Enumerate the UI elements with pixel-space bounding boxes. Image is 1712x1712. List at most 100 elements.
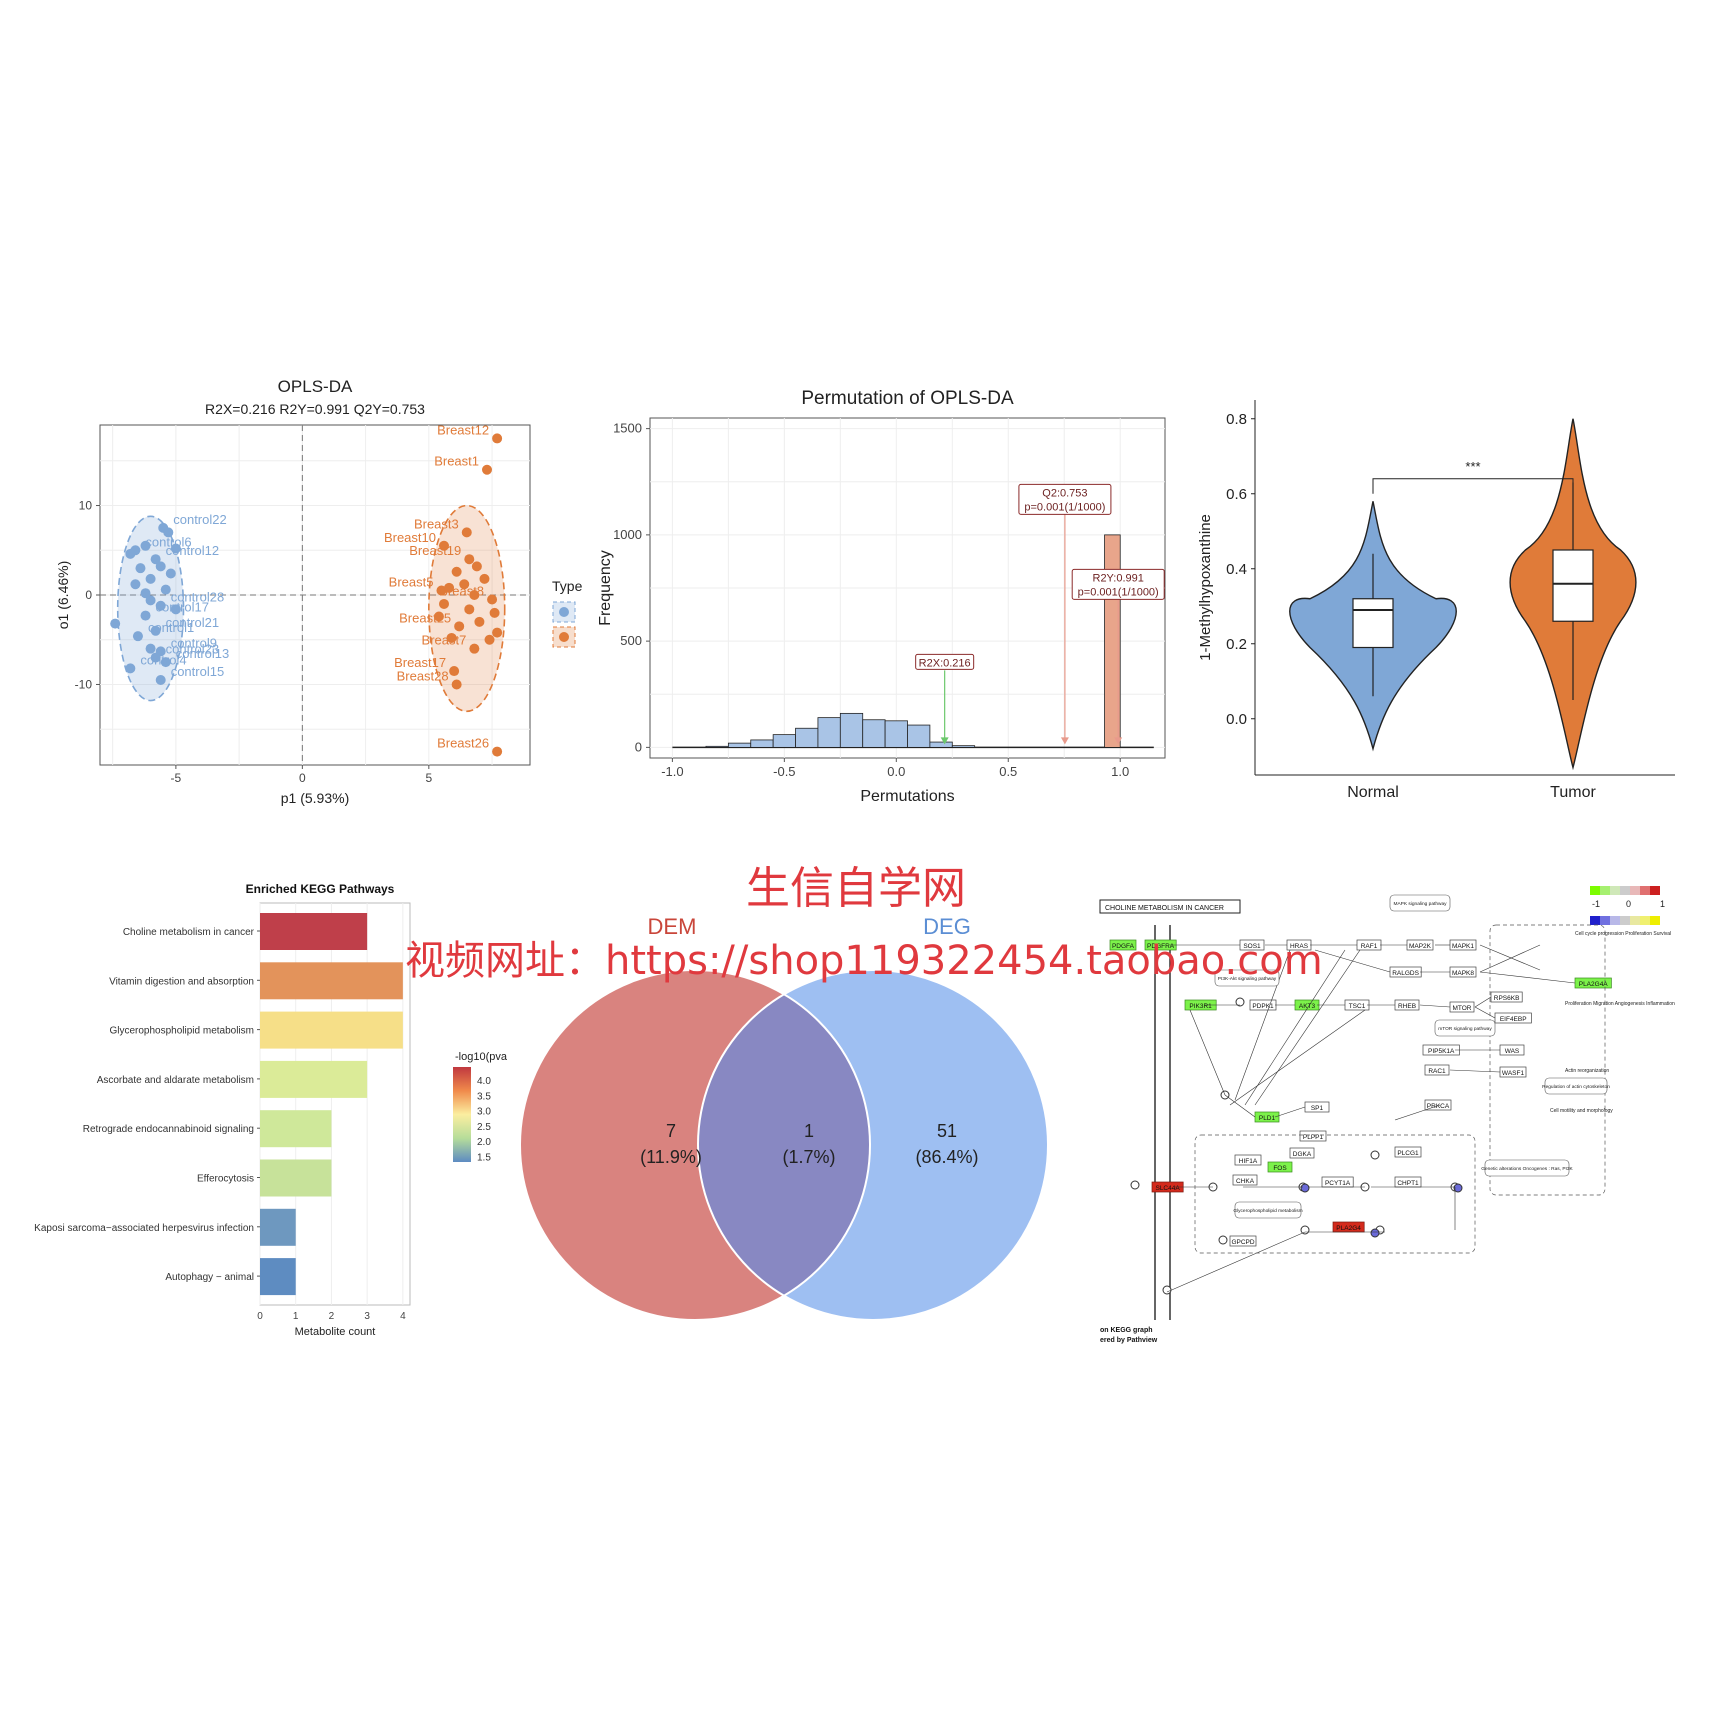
- data-point: [474, 616, 485, 627]
- note-text: MAPK signaling pathway: [1393, 901, 1447, 907]
- pathway-edge: [1479, 971, 1576, 984]
- gene-label: FOS: [1273, 1165, 1287, 1172]
- note-box: [1544, 1077, 1608, 1095]
- data-point: [155, 600, 166, 611]
- pathway-edge: [1474, 1006, 1496, 1019]
- footer-text: ered by Pathview: [1100, 1337, 1158, 1344]
- gene-label: RALGDS: [1392, 970, 1419, 977]
- colorbar-tick-label: 2.5: [477, 1122, 491, 1133]
- pathway-edge: [1234, 949, 1291, 1101]
- pathway-bar: [260, 962, 403, 1000]
- x-tick-label: -5: [171, 771, 182, 785]
- data-point: [484, 634, 495, 645]
- point-label: Breast28: [397, 668, 449, 683]
- watermark-title: 生信自学网: [746, 863, 966, 914]
- data-point: [461, 527, 472, 538]
- x-tick-label: 5: [425, 771, 432, 785]
- point-label: Breast1: [434, 454, 479, 469]
- note-text: mTOR signaling pathway: [1438, 1026, 1492, 1032]
- chart-title: Permutation of OPLS-DA: [801, 388, 1014, 409]
- y-tick-label: 0: [85, 588, 92, 602]
- data-point: [170, 604, 181, 615]
- pathway-edge: [1189, 1009, 1226, 1096]
- annotation-pvalue: p=0.001(1/1000): [1024, 501, 1105, 513]
- gene-label: SP1: [1311, 1105, 1324, 1112]
- data-point: [132, 631, 143, 642]
- color-key-cell: [1620, 916, 1630, 925]
- gene-label: MTOR: [1452, 1005, 1471, 1012]
- pathway-edge: [1166, 1231, 1306, 1293]
- gene-label: PLA2G4: [1336, 1225, 1361, 1232]
- x-axis-label: p1 (5.93%): [281, 790, 349, 806]
- legend-dot-breast: [559, 632, 569, 642]
- data-point: [125, 663, 136, 674]
- point-label: control17: [156, 600, 209, 615]
- point-label: control9: [171, 635, 217, 650]
- y-tick-label: 1500: [613, 421, 642, 436]
- color-key-cell: [1620, 886, 1630, 895]
- point-label: control6: [145, 534, 191, 549]
- colorbar: [453, 1067, 471, 1162]
- gene-label: PDGFA: [1112, 943, 1135, 950]
- significance-bracket: [1372, 478, 1574, 494]
- pathway-edge: [1244, 949, 1346, 1106]
- gene-label: PLD1: [1259, 1115, 1276, 1122]
- gene-label: TSC1: [1349, 1003, 1366, 1010]
- point-label: Breast10: [384, 530, 436, 545]
- deg-outline: [697, 969, 1049, 1321]
- data-point: [145, 573, 156, 584]
- color-key-cell: [1590, 916, 1600, 925]
- compound-circle: [1130, 1180, 1140, 1190]
- data-point: [170, 543, 181, 554]
- x-tick-label: 0.0: [887, 764, 905, 779]
- data-point: [482, 464, 492, 475]
- x-tick-label: -1.0: [661, 764, 683, 779]
- data-point: [492, 746, 503, 757]
- data-point: [492, 433, 503, 444]
- color-key-tick: 1: [1660, 899, 1665, 909]
- annotation-label: R2X:0.216: [919, 657, 971, 669]
- histogram-bar: [839, 712, 864, 748]
- point-label: control21: [166, 615, 219, 630]
- pathway-edge: [1224, 1094, 1256, 1118]
- pathway-edge: [1274, 1106, 1306, 1118]
- note-text: Genetic alterations Oncogenes : Ras, PI3…: [1481, 1166, 1573, 1172]
- box: [1552, 549, 1594, 622]
- compound-circle-colored: [1300, 1183, 1310, 1193]
- gene-node: [1232, 1174, 1258, 1186]
- chart-title: OPLS-DA: [278, 377, 353, 396]
- colorbar-tick-label: 3.5: [477, 1091, 491, 1102]
- point-label: control22: [173, 512, 226, 527]
- colorbar-tick-label: 2.0: [477, 1137, 491, 1148]
- gene-node: [1289, 1147, 1315, 1159]
- compound-circle: [1370, 1150, 1380, 1160]
- histogram-bar: [772, 734, 796, 748]
- x-tick-label: 0: [257, 1311, 263, 1322]
- outcome-text: Cell cycle progression Proliferation Sur…: [1575, 931, 1671, 937]
- gene-label: MAP2K: [1409, 943, 1432, 950]
- category-label: Autophagy − animal: [165, 1272, 254, 1283]
- gene-label: PDPK1: [1252, 1003, 1274, 1010]
- watermark-url: 视频网址：https://shop119322454.taobao.com: [405, 938, 1323, 984]
- category-label: Efferocytosis: [197, 1174, 254, 1185]
- color-key-cell: [1630, 916, 1640, 925]
- annotation-box: [1071, 568, 1165, 600]
- gene-label: EIF4EBP: [1500, 1016, 1527, 1023]
- histogram-bar: [795, 727, 819, 748]
- note-box: [1214, 969, 1280, 987]
- x-tick-label: 1.0: [1111, 764, 1129, 779]
- overlap-percent: (1.7%): [782, 1147, 835, 1167]
- point-label: control28: [171, 590, 224, 605]
- pathway-edge: [1479, 944, 1541, 973]
- x-tick-label: 0: [299, 771, 306, 785]
- y-axis-label: 1-Methylhypoxanthine: [1197, 514, 1214, 661]
- x-tick-label: -0.5: [773, 764, 795, 779]
- gene-label: DGKA: [1293, 1151, 1312, 1158]
- colorbar-tick-label: 3.0: [477, 1107, 491, 1118]
- data-point: [436, 585, 447, 596]
- gene-label: HRAS: [1290, 943, 1309, 950]
- category-label: Glycerophospholipid metabolism: [109, 1026, 254, 1037]
